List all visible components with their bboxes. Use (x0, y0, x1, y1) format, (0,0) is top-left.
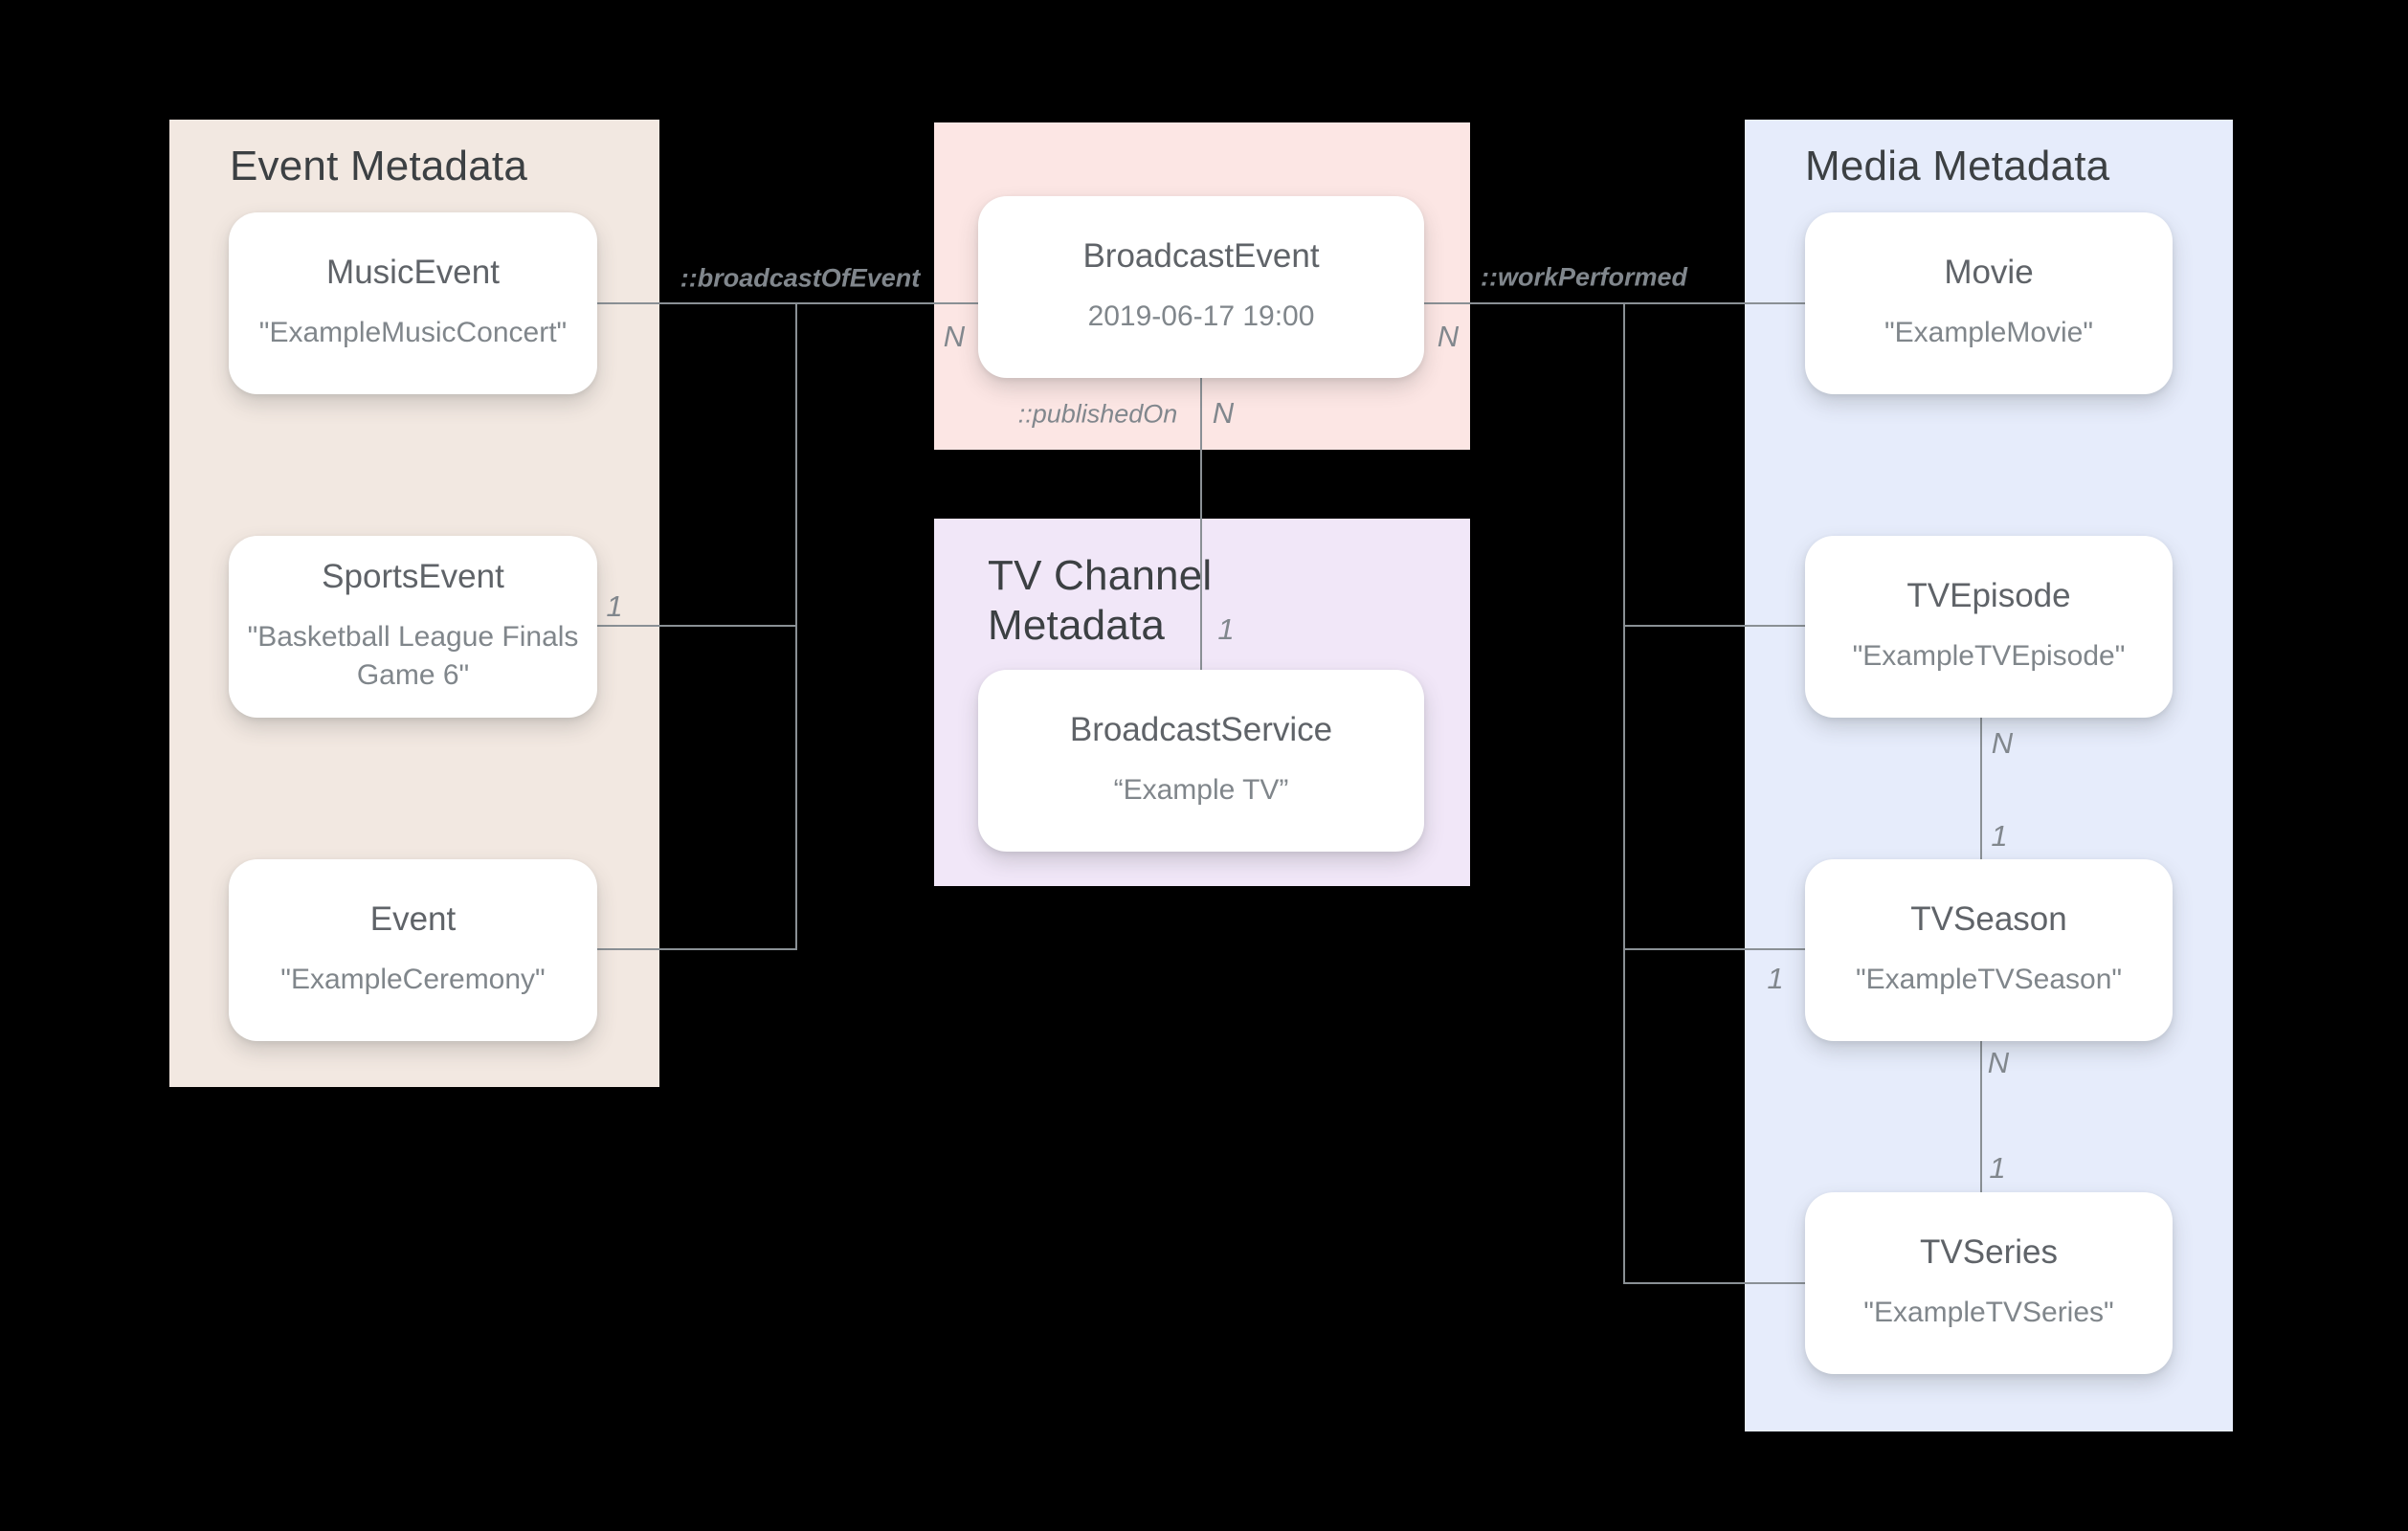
node-title: SportsEvent (322, 557, 504, 595)
connector-musicevent-broadcastevent (597, 302, 978, 304)
node-value: "ExampleTVEpisode" (1852, 639, 2126, 672)
connector-tvseason-tvseries (1980, 1041, 1982, 1192)
node-value: "Basketball League Finals Game 6" (247, 620, 579, 691)
node-value: "ExampleMovie" (1884, 316, 2094, 348)
cardinality-publishedon-n: N (1212, 396, 1235, 430)
node-title: TVSeries (1920, 1232, 2058, 1271)
cardinality-publishedon-1: 1 (1217, 612, 1235, 646)
cardinality-broadcastofevent-n: N (943, 320, 966, 353)
node-broadcast-service: BroadcastService “Example TV” (978, 670, 1424, 852)
connector-tvseason-branch (1623, 948, 1805, 950)
node-music-event: MusicEvent "ExampleMusicConcert" (229, 212, 597, 394)
connector-sportsevent-branch (597, 625, 797, 627)
node-title: BroadcastService (1069, 710, 1333, 748)
node-tv-season: TVSeason "ExampleTVSeason" (1805, 859, 2173, 1041)
node-value: "ExampleTVSeries" (1863, 1296, 2114, 1328)
cardinality-season-series-n: N (1987, 1046, 2010, 1079)
node-value: 2019-06-17 19:00 (1087, 300, 1315, 332)
connector-broadcastevent-movie (1424, 302, 1805, 304)
node-title: Movie (1944, 253, 2034, 291)
node-title: Event (369, 899, 457, 938)
node-title: TVSeason (1910, 899, 2067, 938)
group-title-media-metadata: Media Metadata (1805, 143, 2110, 189)
node-value: "ExampleCeremony" (280, 963, 546, 995)
cardinality-workperformed-1: 1 (1767, 962, 1784, 995)
edge-label-published-on: ::publishedOn (1017, 399, 1178, 429)
connector-media-trunk (1623, 302, 1625, 1284)
node-title: BroadcastEvent (1082, 236, 1320, 275)
group-title-tv-channel-metadata: TV Channel Metadata (988, 552, 1213, 649)
node-value: "ExampleMusicConcert" (258, 316, 568, 348)
cardinality-episode-season-1: 1 (1991, 819, 2008, 853)
node-sports-event: SportsEvent "Basketball League Finals Ga… (229, 536, 597, 718)
connector-tvepisode-branch (1623, 625, 1805, 627)
node-title: MusicEvent (326, 253, 500, 291)
edge-label-work-performed: ::workPerformed (1480, 262, 1688, 292)
cardinality-season-series-1: 1 (1989, 1151, 2006, 1185)
connector-tvseries-branch (1623, 1282, 1805, 1284)
node-tv-series: TVSeries "ExampleTVSeries" (1805, 1192, 2173, 1374)
cardinality-broadcastofevent-1: 1 (606, 589, 623, 623)
group-title-event-metadata: Event Metadata (230, 143, 527, 189)
node-event: Event "ExampleCeremony" (229, 859, 597, 1041)
cardinality-workperformed-n: N (1437, 320, 1460, 353)
node-tv-episode: TVEpisode "ExampleTVEpisode" (1805, 536, 2173, 718)
connector-tvepisode-tvseason (1980, 718, 1982, 859)
connector-event-branch (597, 948, 797, 950)
edge-label-broadcast-of-event: ::broadcastOfEvent (680, 263, 921, 293)
connector-publishedon (1200, 378, 1202, 670)
node-broadcast-event: BroadcastEvent 2019-06-17 19:00 (978, 196, 1424, 378)
node-movie: Movie "ExampleMovie" (1805, 212, 2173, 394)
cardinality-episode-season-n: N (1991, 726, 2014, 760)
node-value: "ExampleTVSeason" (1855, 963, 2123, 995)
node-value: “Example TV” (1113, 773, 1289, 806)
node-title: TVEpisode (1906, 576, 2071, 614)
connector-event-trunk (795, 302, 797, 950)
